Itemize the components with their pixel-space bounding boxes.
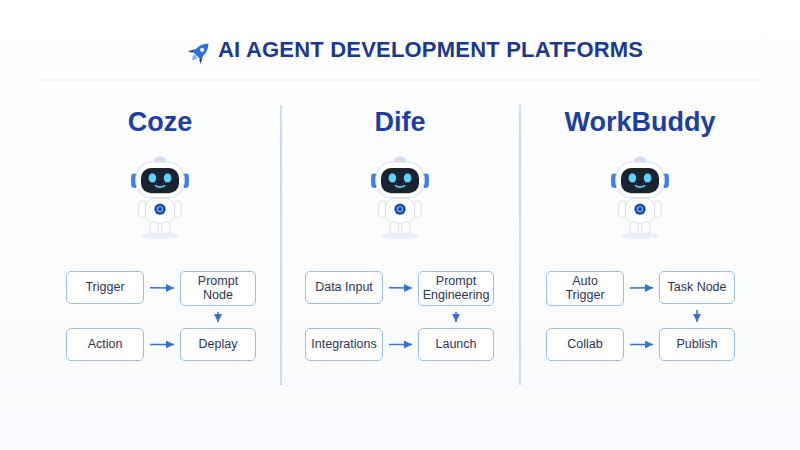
flow-arrow — [150, 344, 174, 346]
box-label: Integrations — [311, 337, 376, 351]
box-label: Task Node — [667, 280, 726, 294]
process-box: Integrations — [305, 328, 383, 361]
flow-arrow — [696, 310, 698, 322]
process-box: Data Input — [305, 271, 383, 304]
process-box: Trigger — [66, 271, 144, 304]
column-divider — [519, 105, 520, 385]
flow-arrow — [455, 312, 457, 322]
flow-arrow — [389, 344, 412, 346]
robot-illustration — [611, 157, 669, 239]
column-heading: WorkBuddy — [520, 107, 760, 138]
column-heading: Dife — [280, 107, 520, 138]
flow-arrow — [630, 344, 653, 346]
process-box: Deplay — [180, 328, 256, 361]
process-box: Publish — [659, 328, 735, 361]
rocket-window — [199, 47, 205, 53]
box-label: Trigger — [85, 280, 124, 294]
process-box: Collab — [546, 328, 624, 361]
rocket-flame — [189, 54, 197, 62]
box-label: Deplay — [199, 337, 238, 351]
flow-arrow — [389, 287, 412, 289]
box-label: Launch — [435, 337, 476, 351]
process-box: Prompt Node — [180, 271, 256, 306]
box-label: Prompt Node — [185, 274, 251, 303]
box-label: Collab — [567, 337, 602, 351]
rocket-fin — [198, 56, 206, 64]
column-divider — [280, 105, 281, 385]
box-label: Data Input — [315, 280, 373, 294]
robot-illustration — [371, 157, 429, 239]
rocket-icon — [185, 37, 215, 67]
box-label: Action — [88, 337, 123, 351]
process-box: Auto Trigger — [546, 271, 624, 306]
process-box: Task Node — [659, 271, 735, 304]
robot-illustration — [131, 157, 189, 239]
process-box: Action — [66, 328, 144, 361]
diagram-title: AI AGENT DEVELOPMENT PLATFORMS — [218, 37, 618, 63]
title-rule — [40, 79, 760, 80]
process-box: Launch — [418, 328, 494, 361]
flow-arrow — [150, 287, 174, 289]
column-heading: Coze — [40, 107, 280, 138]
rocket-fin — [188, 46, 196, 54]
flow-arrow — [217, 312, 219, 322]
box-label: Auto Trigger — [551, 274, 619, 303]
process-box: Prompt Engineering — [418, 271, 494, 306]
flow-arrow — [630, 287, 653, 289]
box-label: Prompt Engineering — [423, 274, 490, 303]
box-label: Publish — [677, 337, 718, 351]
